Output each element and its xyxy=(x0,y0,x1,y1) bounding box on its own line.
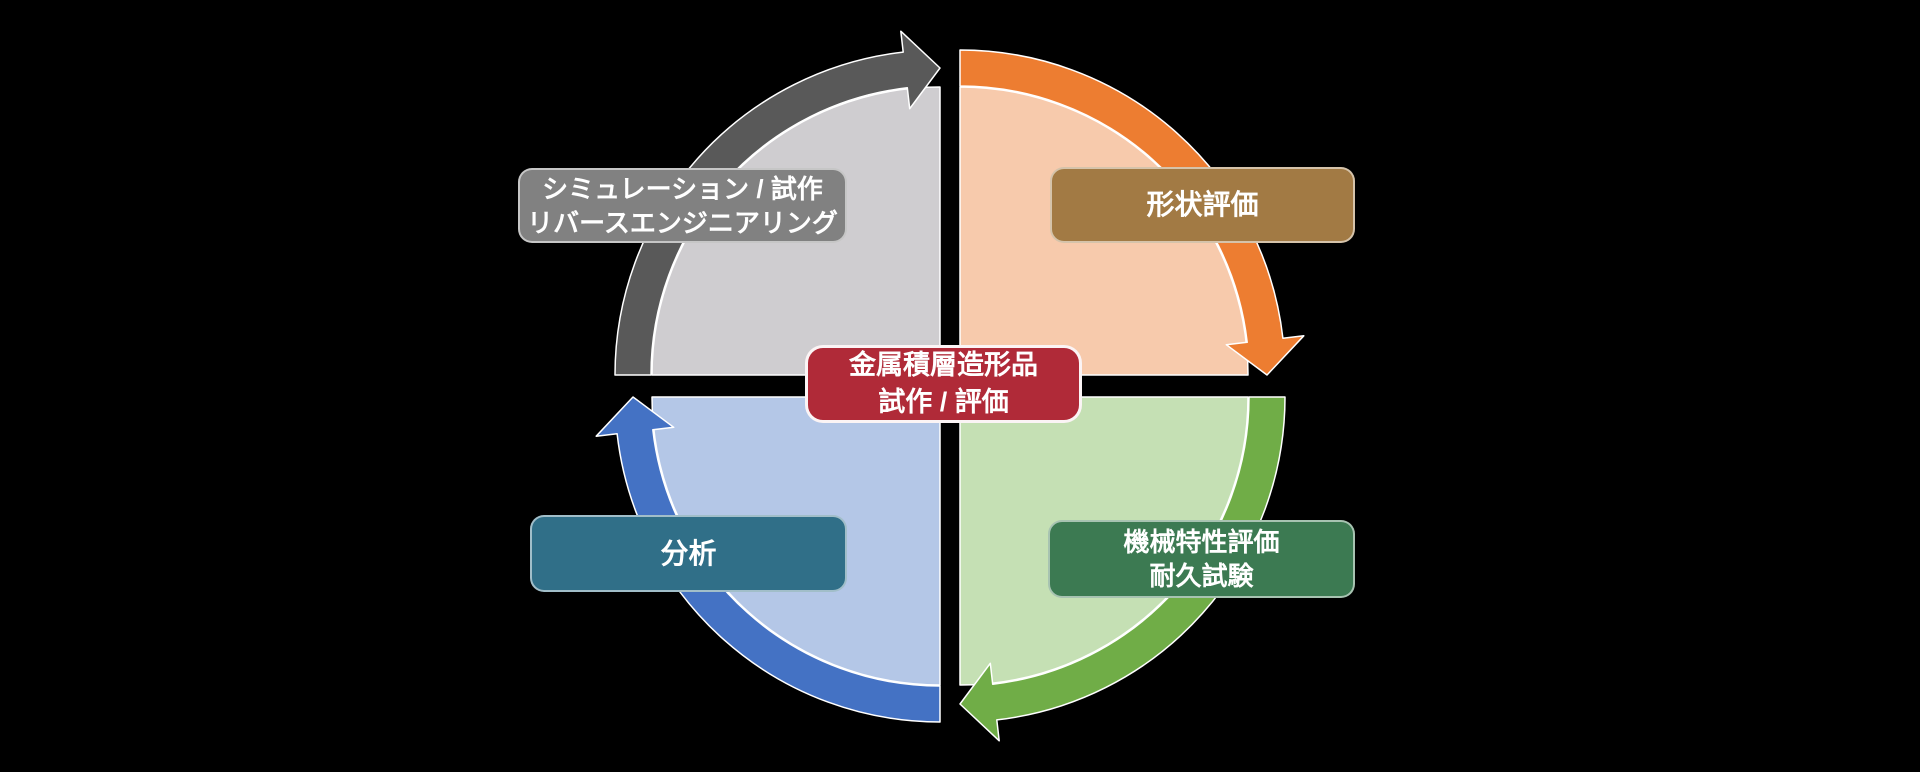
label-line: 耐久試験 xyxy=(1149,561,1254,591)
label-line: シミュレーション / 試作 xyxy=(542,173,823,204)
label-line: 形状評価 xyxy=(1146,189,1259,220)
label-simulation-reverse-engineering: シミュレーション / 試作 リバースエンジニアリング xyxy=(518,168,847,243)
label-line: 試作 / 評価 xyxy=(878,387,1009,417)
label-line: 金属積層造形品 xyxy=(849,350,1038,380)
label-shape-evaluation: 形状評価 xyxy=(1050,167,1355,243)
label-line: 機械特性評価 xyxy=(1123,527,1280,557)
label-line: リバースエンジニアリング xyxy=(527,207,838,238)
label-mechanical-durability: 機械特性評価 耐久試験 xyxy=(1048,520,1355,598)
label-analysis: 分析 xyxy=(530,515,847,592)
label-center-metal-am-prototype-evaluation: 金属積層造形品 試作 / 評価 xyxy=(805,345,1082,423)
label-line: 分析 xyxy=(660,537,717,569)
